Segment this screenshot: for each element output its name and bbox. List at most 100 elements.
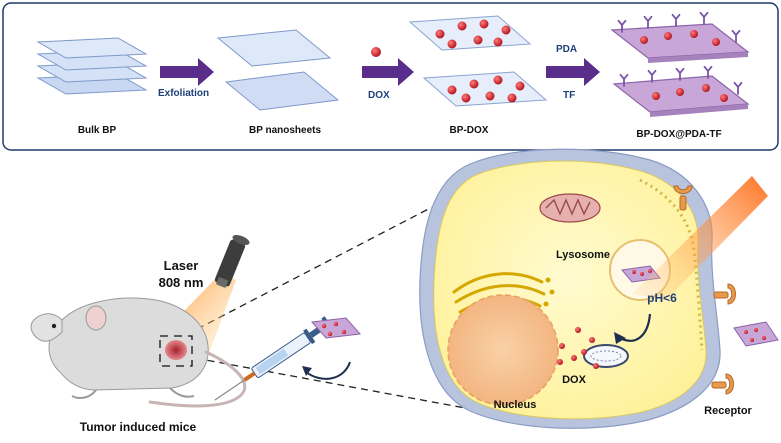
tf-ligand-icon xyxy=(731,29,741,43)
bottom-panel: Laser 808 nm Tumor induced mice xyxy=(30,148,779,434)
dox-dot xyxy=(640,36,648,44)
arrow-label-pda: PDA xyxy=(556,44,577,55)
top-panel: Exfoliation DOX PDA TF Bulk BP BP nanosh… xyxy=(2,2,779,151)
dox-dot xyxy=(648,269,652,273)
dox-dot xyxy=(479,19,489,29)
bulk-sheet-1 xyxy=(36,37,148,59)
pda-sheet-bottom-edge xyxy=(650,104,748,117)
arrow-label-exfoliation: Exfoliation xyxy=(158,88,209,99)
dox-dot xyxy=(447,85,457,95)
dox-dot xyxy=(712,38,720,46)
dox-dot xyxy=(632,270,636,274)
receptor-icon-3 xyxy=(711,373,734,395)
dox-dot xyxy=(457,21,467,31)
bp-nanosheets xyxy=(216,29,340,111)
dox-dot xyxy=(493,37,503,47)
step-label-bulk-bp: Bulk BP xyxy=(78,125,117,136)
dox-dot xyxy=(557,359,563,365)
dox-dot xyxy=(664,32,672,40)
dox-dots-bottom xyxy=(447,75,525,103)
nanosheet-top xyxy=(216,29,332,67)
label-receptor: Receptor xyxy=(704,405,752,417)
bp-dox-pda-tf xyxy=(610,11,750,117)
mitochondrion-icon xyxy=(539,193,601,223)
dox-dot xyxy=(333,321,339,327)
nucleus xyxy=(447,294,559,406)
dox-dot xyxy=(447,39,457,49)
small-np-right-dots xyxy=(744,328,766,342)
dox-dot xyxy=(501,25,511,35)
dox-dot xyxy=(690,30,698,38)
dox-dot xyxy=(575,327,581,333)
tf-ligand-icon xyxy=(675,67,685,81)
bulk-bp-stack xyxy=(36,37,148,95)
laser-device-icon xyxy=(214,234,250,288)
dox-dot xyxy=(593,363,599,369)
dox-dot xyxy=(652,92,660,100)
tf-ligand-icon xyxy=(617,19,627,33)
dox-dot xyxy=(507,93,517,103)
dox-dot xyxy=(341,329,347,335)
tumor-icon xyxy=(165,340,187,360)
tf-ligand-icon xyxy=(733,81,743,95)
dox-dot xyxy=(473,35,483,45)
dox-dot xyxy=(515,81,525,91)
tf-ligand-icon xyxy=(643,15,653,29)
dox-dot xyxy=(640,272,644,276)
pda-dox-dots xyxy=(640,30,728,102)
dox-dots-top xyxy=(435,19,511,49)
dox-dot xyxy=(571,355,577,361)
dox-dot xyxy=(676,88,684,96)
tf-ligand-icon xyxy=(619,73,629,87)
arrow-dox xyxy=(362,58,414,86)
arrow-exfoliation xyxy=(160,58,214,86)
step-label-bp-nanosheets: BP nanosheets xyxy=(249,125,321,136)
tf-ligands xyxy=(617,11,743,95)
pda-sheet-top-edge xyxy=(648,52,748,63)
vesicle-icon xyxy=(583,344,629,368)
dox-dot xyxy=(559,343,565,349)
dox-dot xyxy=(754,328,758,332)
receptor-icons xyxy=(673,185,736,395)
mouse-label: Tumor induced mice xyxy=(80,420,197,434)
label-nucleus: Nucleus xyxy=(494,399,537,411)
nanoparticle-small-right xyxy=(733,321,779,347)
laser-label-line1: Laser xyxy=(164,258,199,273)
receptor-icon-1 xyxy=(673,185,693,211)
curved-arrow-cell-head xyxy=(614,332,626,344)
laser-beam-cell xyxy=(632,176,768,300)
curved-arrow-cell xyxy=(619,313,652,342)
step-label-bp-dox-pda-tf: BP-DOX@PDA-TF xyxy=(636,129,721,140)
small-np-left-dots xyxy=(321,321,347,337)
nanosheet-bottom xyxy=(224,71,340,111)
membrane-dots xyxy=(639,178,704,351)
arrow-label-dox: DOX xyxy=(368,90,390,101)
dox-dot xyxy=(762,336,766,340)
mouse-icon xyxy=(30,297,247,408)
dox-dot xyxy=(461,93,471,103)
dox-dot xyxy=(750,338,754,342)
label-ph: pH<6 xyxy=(647,291,677,305)
dox-dot xyxy=(321,323,327,329)
tf-ligand-icon xyxy=(703,65,713,79)
mouse-eye xyxy=(51,323,57,329)
arrow-label-tf: TF xyxy=(563,90,575,101)
dox-dot xyxy=(327,331,333,337)
dox-dot xyxy=(702,84,710,92)
nanoparticle-small-left xyxy=(310,317,362,339)
released-dox-dots xyxy=(557,327,599,369)
bp-dox-sheets xyxy=(408,15,548,107)
lysosome-dox-dots xyxy=(632,269,652,276)
dox-dot xyxy=(485,91,495,101)
dox-dot xyxy=(469,79,479,89)
tf-ligand-icon xyxy=(699,11,709,25)
label-dox-cell: DOX xyxy=(562,374,587,386)
curved-arrow-left-head xyxy=(302,366,312,376)
dox-dot xyxy=(720,94,728,102)
syringe-icon xyxy=(214,316,334,401)
mouse-tail xyxy=(148,350,247,408)
dox-dot xyxy=(435,29,445,39)
cell xyxy=(419,148,721,429)
arrow-pda-tf xyxy=(546,58,600,86)
